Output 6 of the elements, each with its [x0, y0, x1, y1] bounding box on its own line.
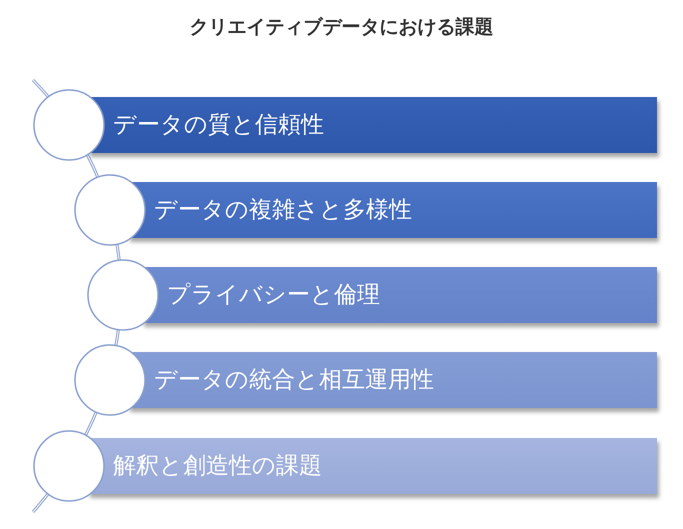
bar-label: プライバシーと倫理: [167, 281, 380, 310]
title: クリエイティブデータにおける課題: [190, 15, 494, 40]
bar-label: データの統合と相互運用性: [154, 366, 434, 395]
bar-label: 解釈と創造性の課題: [113, 452, 322, 481]
bar-label: データの複雑さと多様性: [154, 196, 412, 225]
bar-label: データの質と信頼性: [113, 111, 324, 140]
